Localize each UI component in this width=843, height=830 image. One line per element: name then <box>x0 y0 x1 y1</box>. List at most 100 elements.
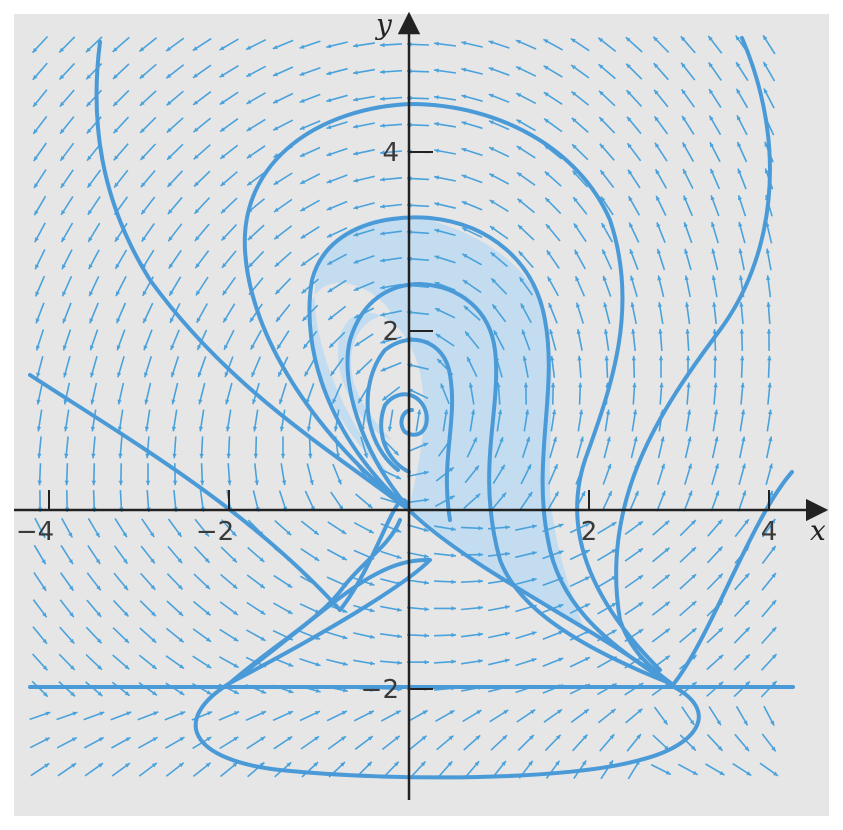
field-arrow <box>515 92 537 105</box>
field-arrow <box>686 382 691 405</box>
field-arrow <box>58 653 76 671</box>
field-arrow <box>434 255 456 264</box>
field-arrow <box>516 119 536 132</box>
field-arrow <box>681 706 695 726</box>
field-arrow <box>711 248 719 271</box>
field-arrow <box>299 93 321 103</box>
field-arrow <box>194 250 210 269</box>
field-arrow <box>225 409 232 432</box>
field-arrow <box>767 382 772 405</box>
field-arrow <box>542 657 564 667</box>
field-arrow <box>164 711 186 721</box>
field-arrow <box>658 328 663 351</box>
field-arrow <box>710 490 720 512</box>
field-arrow <box>112 116 130 134</box>
field-arrow <box>167 196 183 215</box>
y-tick-label: 2 <box>382 317 399 347</box>
field-arrow <box>254 463 259 486</box>
field-arrow <box>761 599 777 618</box>
field-arrow <box>219 144 239 160</box>
field-arrow <box>379 150 403 155</box>
field-arrow <box>192 64 212 79</box>
field-arrow <box>37 436 42 459</box>
field-arrow <box>572 196 588 215</box>
field-arrow <box>713 382 718 405</box>
field-arrow <box>656 248 666 271</box>
field-arrow <box>733 653 751 671</box>
y-tick-label: −2 <box>361 675 399 705</box>
field-arrow <box>113 169 129 188</box>
field-arrow <box>765 248 772 271</box>
field-arrow <box>64 436 69 459</box>
field-arrow <box>650 763 672 776</box>
field-arrow <box>114 249 128 270</box>
field-arrow <box>353 175 375 183</box>
field-arrow <box>137 711 159 721</box>
field-arrow <box>274 251 292 268</box>
field-arrow <box>353 659 375 666</box>
field-arrow <box>37 463 42 486</box>
field-arrow <box>88 249 100 270</box>
field-arrow <box>272 92 294 104</box>
field-arrow <box>220 224 238 242</box>
field-arrow <box>273 225 293 240</box>
field-arrow <box>246 171 266 187</box>
field-arrow <box>573 249 587 270</box>
field-arrow <box>326 658 348 666</box>
field-arrow <box>490 734 508 751</box>
field-arrow <box>601 490 613 512</box>
field-arrow <box>194 223 210 242</box>
field-arrow <box>630 302 637 325</box>
field-arrow <box>172 436 177 459</box>
field-arrow <box>406 633 430 638</box>
field-arrow <box>352 42 376 48</box>
field-arrow <box>220 171 238 187</box>
field-arrow <box>379 633 403 639</box>
field-arrow <box>354 735 374 750</box>
field-arrow <box>218 710 240 721</box>
field-arrow <box>569 656 591 668</box>
field-arrow <box>326 121 348 130</box>
field-arrow <box>461 41 483 48</box>
field-arrow <box>440 383 450 405</box>
field-arrow <box>170 356 180 378</box>
field-arrow <box>166 170 184 188</box>
field-arrow <box>602 275 612 297</box>
x-tick-label: 4 <box>761 517 778 547</box>
field-arrow <box>601 249 613 270</box>
field-arrow <box>709 141 721 163</box>
field-arrow <box>112 627 130 644</box>
field-arrow <box>308 436 313 459</box>
field-arrow <box>58 36 76 53</box>
field-arrow <box>219 91 239 106</box>
field-arrow <box>87 545 101 565</box>
field-arrow <box>433 121 457 128</box>
lower-loop-bottom <box>193 681 701 780</box>
field-arrow <box>379 123 403 128</box>
field-arrow <box>326 94 348 103</box>
field-arrow <box>489 709 509 723</box>
field-arrow <box>116 329 126 351</box>
field-arrow <box>32 653 48 671</box>
x-tick-label: 2 <box>581 517 598 547</box>
field-arrow <box>299 67 321 76</box>
field-arrow <box>380 550 402 559</box>
field-arrow <box>434 148 456 155</box>
field-arrow <box>29 736 51 749</box>
field-arrow <box>707 35 723 54</box>
field-arrow <box>200 463 205 486</box>
field-arrow <box>684 275 691 298</box>
field-arrow <box>628 490 640 512</box>
y-tick-label: 4 <box>382 138 399 168</box>
field-arrow <box>517 734 535 751</box>
field-arrow <box>193 144 211 160</box>
field-arrow <box>520 303 532 324</box>
field-arrow <box>434 307 456 319</box>
spiral-trajectory-inner <box>379 392 429 474</box>
field-arrow <box>279 409 286 432</box>
field-arrow <box>138 37 158 53</box>
field-arrow <box>491 492 507 511</box>
field-arrow <box>463 734 481 751</box>
field-arrow <box>434 175 456 182</box>
